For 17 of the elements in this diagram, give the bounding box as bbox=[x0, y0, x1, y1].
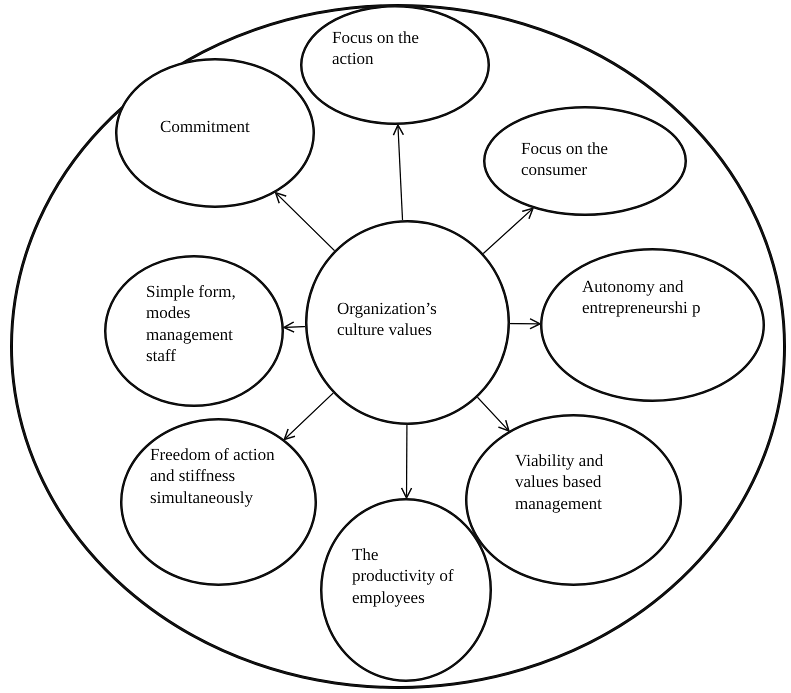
node-label: Commitment bbox=[160, 116, 251, 138]
arrow bbox=[482, 208, 534, 254]
arrow bbox=[283, 321, 306, 333]
arrow bbox=[274, 192, 335, 252]
arrow bbox=[477, 396, 510, 432]
arrow bbox=[400, 425, 412, 499]
node-label: Simple form, modes management staff bbox=[146, 281, 237, 366]
node-label: Autonomy and entrepreneurshi p bbox=[582, 276, 702, 318]
arrow bbox=[284, 392, 334, 440]
node-label: Focus on the action bbox=[332, 27, 420, 70]
node-label: Freedom of action and stiffness simultaneously bbox=[150, 444, 275, 508]
arrow bbox=[510, 318, 541, 330]
arrow bbox=[392, 124, 404, 220]
node-label: The productivity of employees bbox=[352, 544, 455, 608]
node-label: Focus on the consumer bbox=[521, 138, 609, 180]
node-label: Viability and values based management bbox=[515, 450, 604, 514]
node-label: Organization’s culture values bbox=[337, 298, 438, 340]
